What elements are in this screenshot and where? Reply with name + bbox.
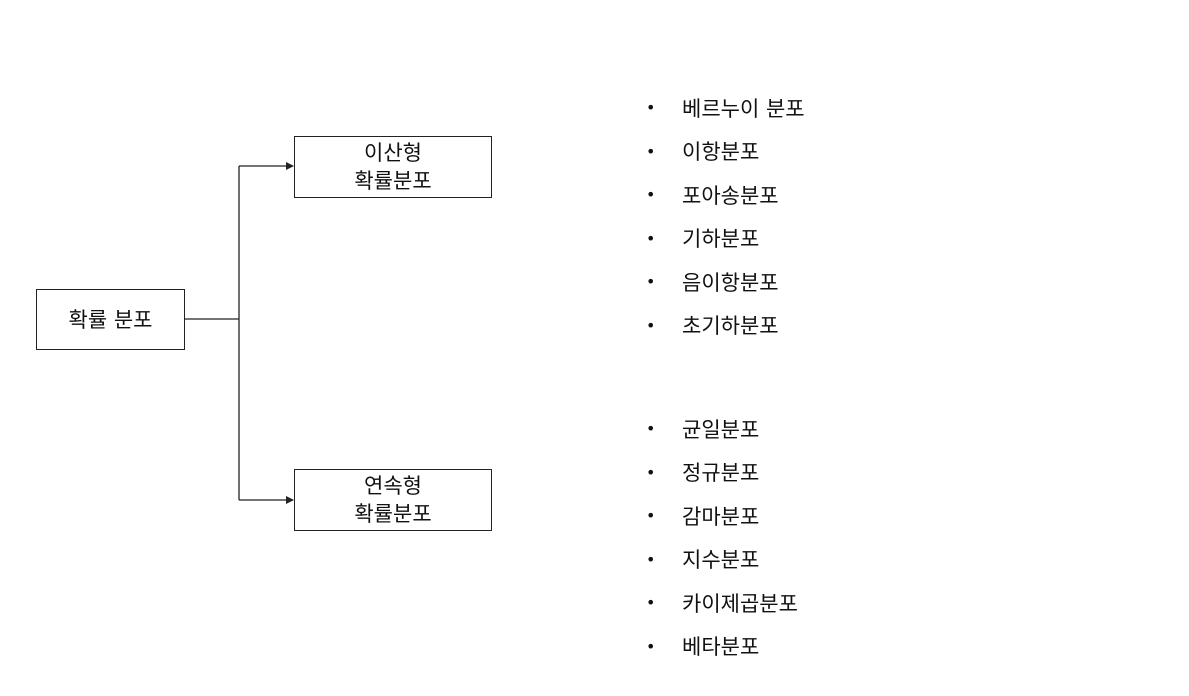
list-item: • 포아송분포 xyxy=(640,173,805,217)
list-item: • 기하분포 xyxy=(640,217,805,261)
bullet-icon: • xyxy=(646,185,656,205)
list-item: • 지수분포 xyxy=(640,538,798,582)
continuous-node-label-line2: 확률분포 xyxy=(354,502,432,526)
list-item-label: 감마분포 xyxy=(682,504,760,529)
bullet-icon: • xyxy=(646,506,656,526)
list-item: • 음이항분포 xyxy=(640,260,805,304)
bullet-icon: • xyxy=(646,636,656,656)
list-item-label: 이항분포 xyxy=(682,140,760,165)
bullet-icon: • xyxy=(646,315,656,335)
root-node-box: 확률 분포 xyxy=(36,289,185,350)
bullet-icon: • xyxy=(646,228,656,248)
bullet-icon: • xyxy=(646,419,656,439)
continuous-node-box: 연속형 확률분포 xyxy=(294,469,492,531)
root-node-label: 확률 분포 xyxy=(68,307,153,332)
bullet-icon: • xyxy=(646,549,656,569)
bullet-icon: • xyxy=(646,141,656,161)
list-item: • 카이제곱분포 xyxy=(640,581,798,625)
bullet-icon: • xyxy=(646,462,656,482)
discrete-node-label-line2: 확률분포 xyxy=(354,169,432,193)
discrete-distribution-list: • 베르누이 분포 • 이항분포 • 포아송분포 • 기하분포 • 음이항분포 • 초기하분… xyxy=(640,86,805,347)
list-item: • 감마분포 xyxy=(640,494,798,538)
bullet-icon: • xyxy=(646,272,656,292)
list-item-label: 정규분포 xyxy=(682,461,760,486)
list-item-label: 포아송분포 xyxy=(682,183,779,208)
list-item: • 정규분포 xyxy=(640,451,798,495)
discrete-node-label-line1: 이산형 xyxy=(364,141,422,165)
list-item: • 베타분포 xyxy=(640,625,798,669)
list-item: • 균일분포 xyxy=(640,407,798,451)
list-item: • 이항분포 xyxy=(640,130,805,174)
list-item-label: 균일분포 xyxy=(682,417,760,442)
list-item-label: 베르누이 분포 xyxy=(682,96,805,121)
list-item-label: 베타분포 xyxy=(682,635,760,660)
list-item-label: 음이항분포 xyxy=(682,270,779,295)
list-item-label: 기하분포 xyxy=(682,227,760,252)
list-item-label: 초기하분포 xyxy=(682,314,779,339)
bullet-icon: • xyxy=(646,593,656,613)
continuous-node-label-line1: 연속형 xyxy=(364,474,422,498)
list-item: • 초기하분포 xyxy=(640,304,805,348)
continuous-distribution-list: • 균일분포 • 정규분포 • 감마분포 • 지수분포 • 카이제곱분포 • 베타분포 xyxy=(640,407,798,668)
list-item-label: 지수분포 xyxy=(682,548,760,573)
discrete-node-box: 이산형 확률분포 xyxy=(294,136,492,198)
bullet-icon: • xyxy=(646,98,656,118)
list-item-label: 카이제곱분포 xyxy=(682,591,798,616)
list-item: • 베르누이 분포 xyxy=(640,86,805,130)
